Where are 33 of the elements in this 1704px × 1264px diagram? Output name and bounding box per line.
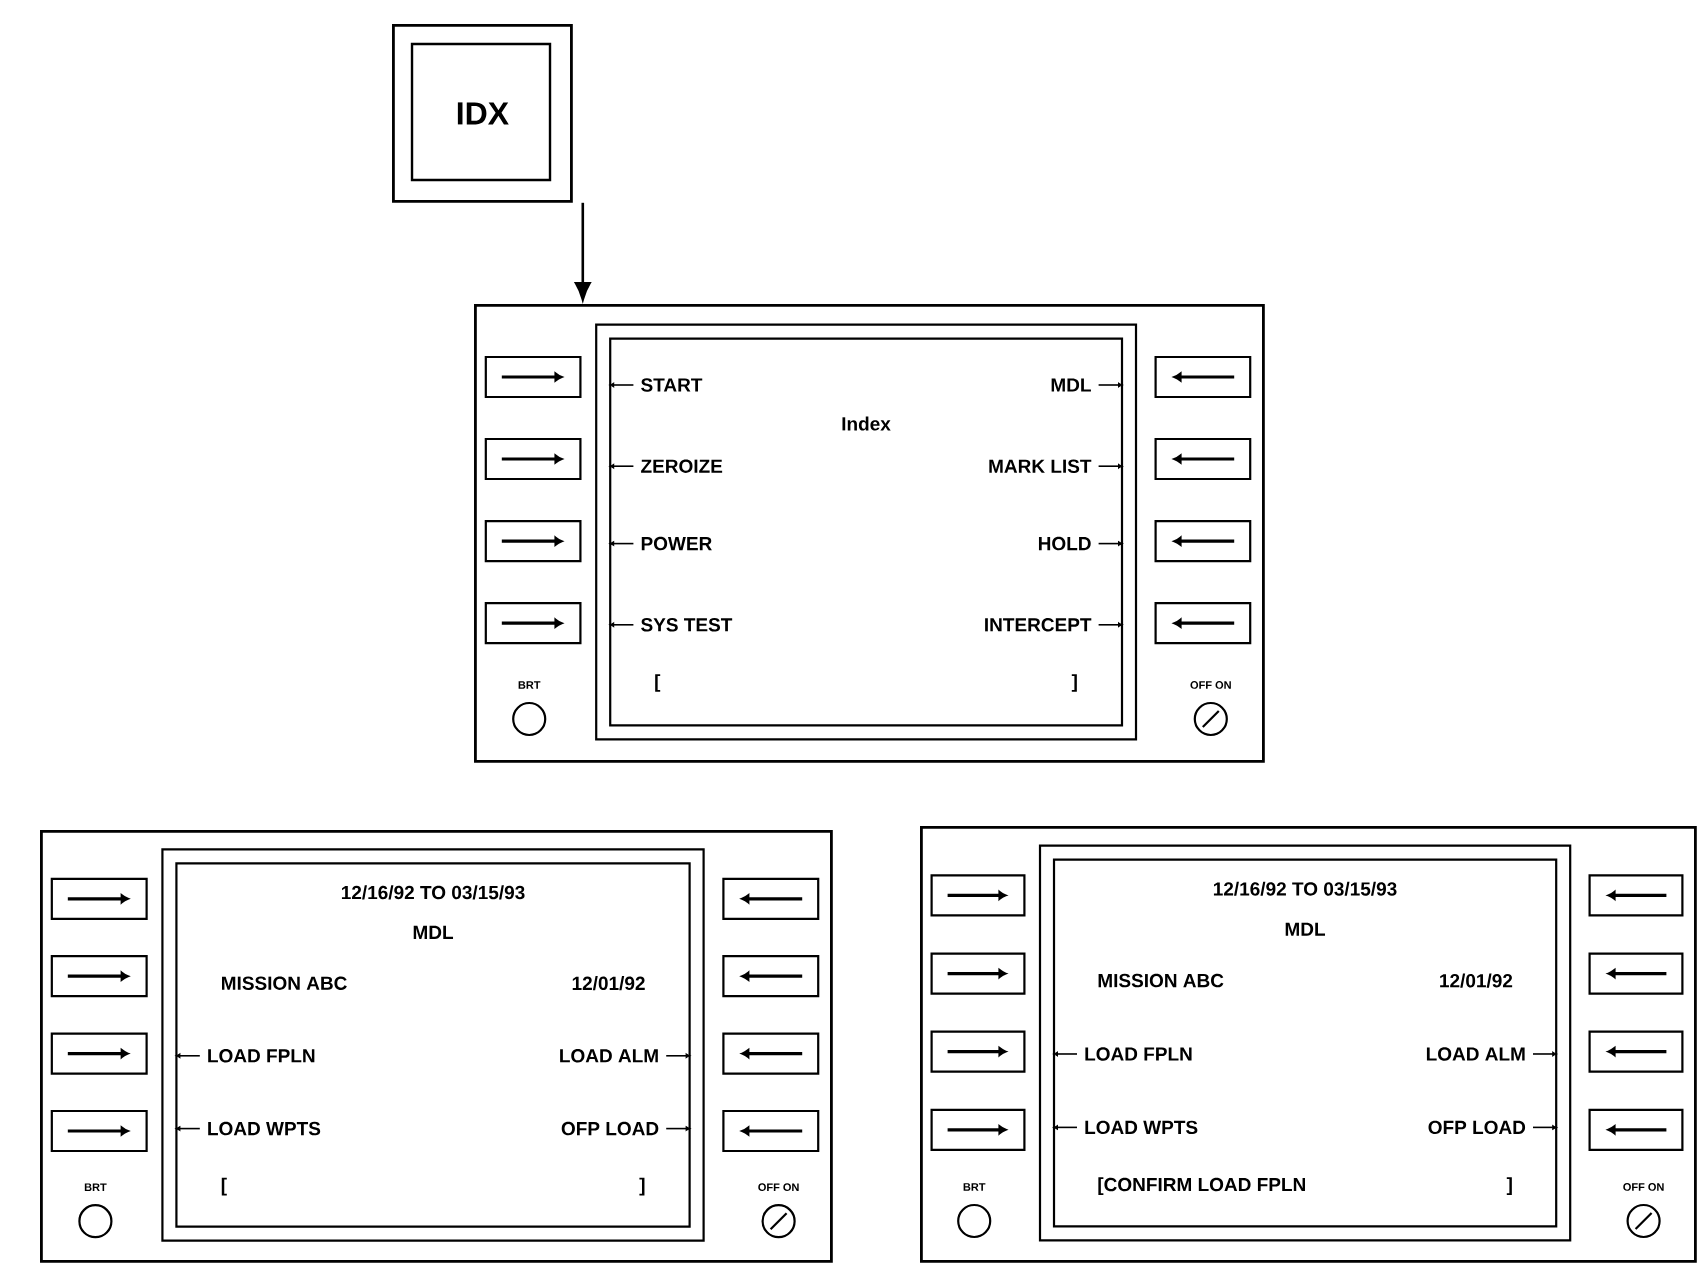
screen-text: OFP LOAD [561,1121,659,1136]
screen-text: MDL [1051,378,1091,392]
screen-text: MARK LIST [989,459,1092,473]
screen-text: LOAD ALM [560,1049,658,1063]
screen-text: SYS TEST [641,618,733,632]
screen-text: LOAD WPTS [208,1121,321,1136]
screen-text: [ [221,1177,227,1196]
screen-text: 12/01/92 [1440,973,1513,988]
screen-text: MDL [1285,922,1325,936]
screen-text: LOAD FPLN [208,1049,315,1063]
screen-text: LOAD FPLN [1085,1047,1192,1061]
screen-text: MISSION ABC [222,976,347,990]
screen-text: MDL [413,925,453,939]
screen-text: POWER [641,536,712,551]
screen-text: 12/16/92 TO 03/15/93 [1213,881,1397,896]
screen-text: START [641,378,703,392]
screen-text: ] [1506,1177,1512,1196]
screen-text: 12/16/92 TO 03/15/93 [341,885,525,900]
screen-text: Index [842,416,891,431]
key-button: IDX [392,24,573,203]
screen-text: OFP LOAD [1428,1120,1526,1135]
screen-text: MISSION ABC [1098,973,1224,988]
screen-text: HOLD [1038,536,1091,551]
screen-text: [CONFIRM LOAD FPLN [1098,1177,1305,1196]
screen-text: ZEROIZE [641,459,723,473]
screen-text: [ [655,674,661,692]
arrow [574,282,591,301]
screen-text: ] [639,1177,645,1196]
screen-text: 12/01/92 [572,976,645,991]
screen-text: ] [1071,674,1077,692]
screen-text: INTERCEPT [985,618,1092,632]
screen-text: LOAD WPTS [1085,1120,1198,1135]
screen-text: LOAD ALM [1426,1047,1525,1061]
